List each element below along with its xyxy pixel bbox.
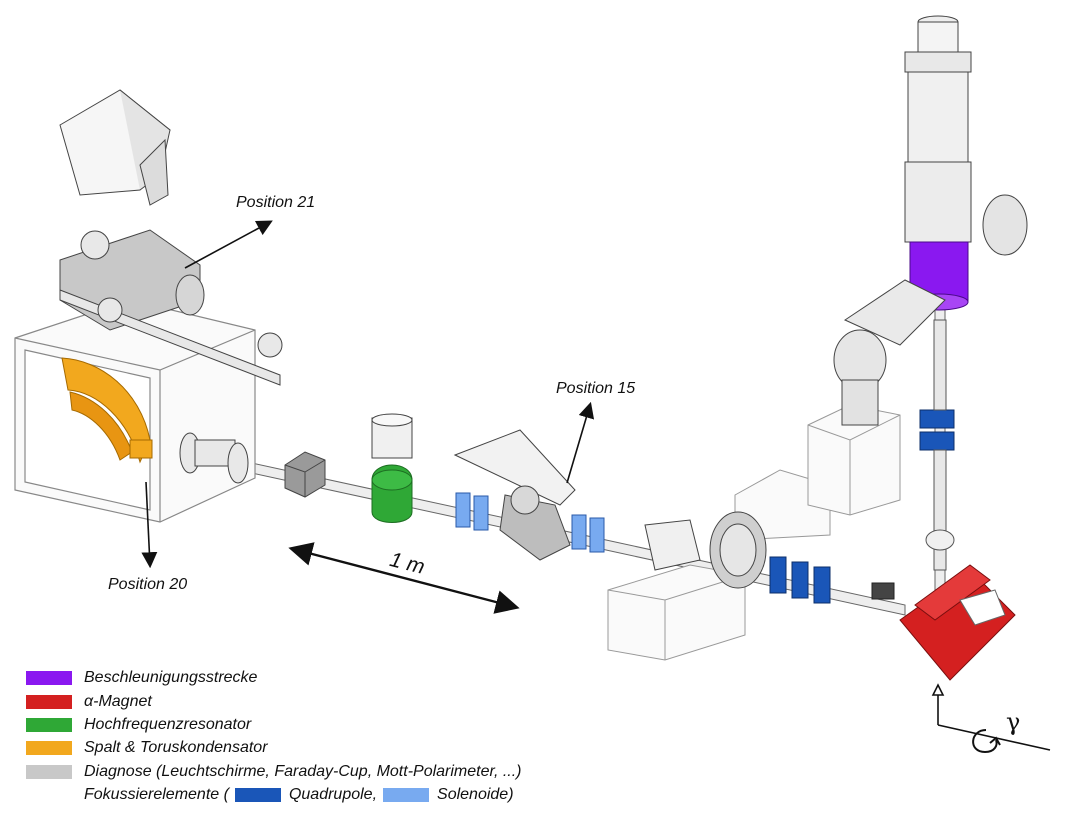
legend-swatch: [26, 765, 72, 779]
legend-label: Spalt & Toruskondensator: [84, 739, 268, 756]
legend-label: Diagnose (Leuchtschirme, Faraday-Cup, Mo…: [84, 763, 522, 780]
legend-label: Beschleunigungsstrecke: [84, 669, 258, 686]
legend-swatch: [26, 671, 72, 685]
diagnose-boxes-right: [607, 404, 901, 661]
legend-swatch: [26, 718, 72, 732]
legend-solenoide-label: Solenoide): [437, 786, 514, 803]
legend-quadrupole-label: Quadrupole,: [288, 786, 378, 803]
legend-swatch: [26, 741, 72, 755]
arrow-position-21: [184, 220, 273, 269]
legend-item-beschleunigungsstrecke: Beschleunigungsstrecke: [26, 668, 257, 688]
legend-swatch: [26, 695, 72, 709]
label-position-21: Position 21: [236, 194, 316, 211]
chamber-right: [644, 511, 767, 589]
legend-swatch-quadrupole: [234, 788, 281, 802]
beschleunigungsstrecke-column: [833, 15, 1028, 426]
label-position-15: Position 15: [556, 380, 636, 397]
legend-label: Hochfrequenzresonator: [84, 716, 252, 733]
diagnose-position-21: [59, 89, 283, 386]
scale-arrow: [288, 542, 520, 614]
label-position-20: Position 20: [108, 576, 188, 593]
legend-focus-prefix: Fokussierelemente (: [84, 786, 229, 803]
legend-item-spalt-toruskondensator: Spalt & Toruskondensator: [26, 738, 268, 758]
legend-swatch-solenoide: [383, 788, 430, 802]
solenoid-group-2: [571, 514, 605, 553]
legend-item-hochfrequenzresonator: Hochfrequenzresonator: [26, 715, 251, 735]
hochfrequenzresonator: [371, 413, 413, 523]
vertical-beam-pipe: [925, 319, 955, 571]
quadrupole-group-horizontal: [769, 556, 831, 604]
diagnose-position-15: [453, 429, 576, 561]
arrow-position-20: [141, 481, 158, 569]
gamma-rotation-axis: [931, 683, 1051, 754]
bellows-left: [179, 432, 249, 484]
label-gamma: γ: [1006, 708, 1021, 736]
diagnose-cube: [284, 451, 326, 498]
alpha-magnet: [899, 564, 1016, 681]
legend-label: α-Magnet: [84, 693, 152, 710]
legend-item-fokussierelemente: Fokussierelemente ( Quadrupole, Solenoid…: [84, 785, 514, 805]
bellows-right: [871, 582, 895, 600]
legend-item-alpha-magnet: α-Magnet: [26, 692, 152, 712]
toruskondensator: [61, 357, 153, 464]
arrow-position-15: [566, 401, 595, 484]
legend-item-diagnose: Diagnose (Leuchtschirme, Faraday-Cup, Mo…: [26, 762, 522, 782]
solenoid-group-1: [455, 492, 489, 531]
